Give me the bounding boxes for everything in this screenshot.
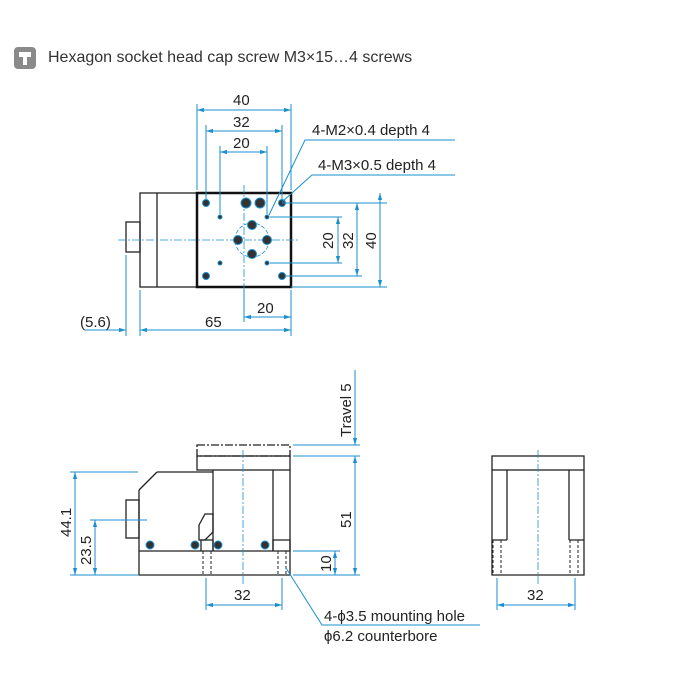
header: Hexagon socket head cap screw M3×15…4 sc…	[14, 47, 412, 69]
dim-32-top: 32	[233, 114, 250, 131]
dim-40-top: 40	[233, 92, 250, 109]
dim-10: 10	[318, 555, 335, 572]
dim-20-bottom: 20	[257, 300, 274, 317]
dim-20-right: 20	[320, 232, 337, 249]
screw-icon	[14, 47, 36, 69]
top-view: 40 32 20 4-M2×0.4 depth 4 4-M3×0.5 depth…	[80, 92, 455, 336]
travel-label: Travel 5	[338, 383, 355, 437]
dim-32-right: 32	[340, 232, 357, 249]
dim-5-6: (5.6)	[80, 314, 111, 331]
dim-40-right: 40	[363, 232, 380, 249]
callout-mounting-hole: 4-ϕ3.5 mounting hole	[324, 608, 465, 625]
dim-23-5: 23.5	[78, 536, 95, 565]
callout-m3: 4-M3×0.5 depth 4	[318, 157, 436, 174]
header-title: Hexagon socket head cap screw M3×15…4 sc…	[48, 49, 413, 66]
side-view: Travel 5 51 10 44.1 23.5 32 4-ϕ3.5 mount…	[58, 370, 579, 645]
callout-m2: 4-M2×0.4 depth 4	[312, 122, 430, 139]
knob	[125, 221, 141, 253]
dim-32-side: 32	[234, 587, 251, 604]
dim-20-top: 20	[233, 135, 250, 152]
dim-51: 51	[338, 511, 355, 528]
dim-44-1: 44.1	[58, 508, 75, 537]
callout-counterbore: ϕ6.2 counterbore	[324, 628, 437, 645]
dim-65: 65	[205, 314, 222, 331]
end-view: 32	[491, 450, 585, 610]
dim-32-end: 32	[527, 587, 544, 604]
